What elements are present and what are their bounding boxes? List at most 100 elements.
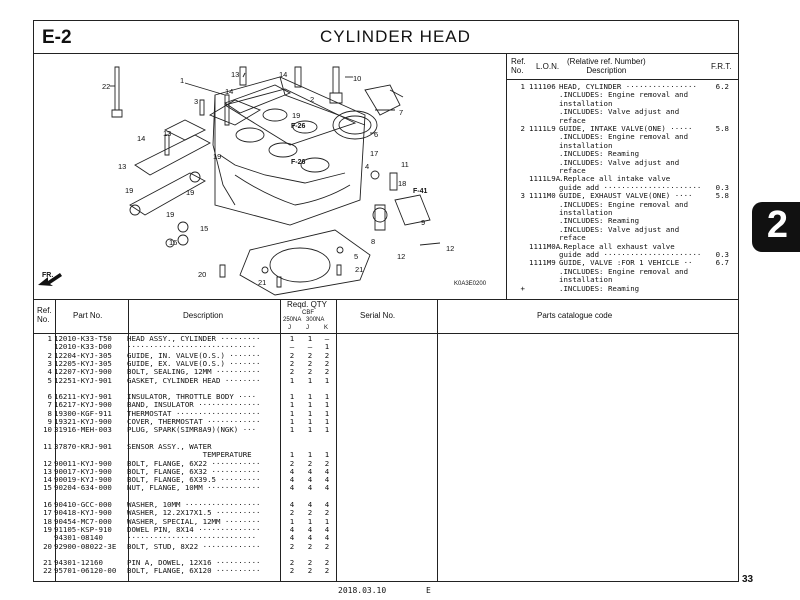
part-number: 12204-KYJ-305 <box>54 350 112 360</box>
part-qty: 1 <box>307 417 313 426</box>
frt-ref: 3 <box>520 191 525 201</box>
part-number: 94301-08140 <box>54 533 103 543</box>
part-qty: 4 <box>307 500 313 509</box>
callout-6: 6 <box>374 130 379 139</box>
callout-13: 13 <box>231 70 240 79</box>
part-description: NUT, FLANGE, 10MM ············ <box>127 483 261 493</box>
parts-header-partno: Part No. <box>73 311 103 320</box>
part-qty: 2 <box>324 458 330 468</box>
part-number: 19321-KYJ-900 <box>54 417 112 426</box>
part-ref: 15 <box>43 483 52 493</box>
callout-16: 16 <box>169 238 178 247</box>
part-qty: 1 <box>289 450 295 460</box>
part-qty: 4 <box>307 466 313 476</box>
callout-19e: 19 <box>125 186 134 195</box>
part-qty: 4 <box>289 466 295 476</box>
callout-18: 18 <box>398 179 407 188</box>
part-number: 90418-KYJ-900 <box>54 508 112 518</box>
part-qty: 4 <box>324 475 330 485</box>
callout-7: 7 <box>399 108 404 117</box>
frt-header-frt: F.R.T. <box>711 62 732 71</box>
part-description: WASHER, 10MM ················· <box>127 500 261 509</box>
part-qty: 1 <box>324 375 330 385</box>
part-qty: 1 <box>289 375 295 385</box>
frt-desc: .INCLUDES: Engine removal and <box>559 90 689 100</box>
section-code: E-2 <box>42 27 72 48</box>
frt-desc: .Replace all exhaust valve <box>559 241 675 251</box>
part-description: BAND, INSULATOR ·············· <box>127 400 261 410</box>
part-description: DOWEL PIN, 8X14 ·············· <box>127 524 261 534</box>
part-ref: 18 <box>43 516 52 526</box>
part-qty: 2 <box>307 358 313 368</box>
frt-header-ref: Ref. No. <box>511 57 526 75</box>
callout-17: 17 <box>370 149 379 158</box>
frt-desc: .INCLUDES: Valve adjust and <box>559 224 680 234</box>
callout-19: 19 <box>292 111 301 120</box>
part-qty: 1 <box>289 417 295 426</box>
part-ref: 9 <box>47 417 52 426</box>
frt-value: 5.8 <box>715 191 729 201</box>
part-qty: 2 <box>289 350 295 360</box>
part-qty: 2 <box>289 458 295 468</box>
callout-14c: 14 <box>137 134 146 143</box>
part-qty: 4 <box>324 524 330 534</box>
part-qty: – <box>289 342 295 352</box>
frt-desc: .INCLUDES: Reaming <box>559 216 640 226</box>
callout-9: 9 <box>421 218 426 227</box>
part-qty: 1 <box>307 392 313 402</box>
parts-header-model: CBF <box>302 310 314 316</box>
part-qty: 1 <box>289 334 295 343</box>
part-qty: 4 <box>324 483 330 493</box>
frt-desc: .INCLUDES: Valve adjust and <box>559 107 680 117</box>
callout-20: 20 <box>198 270 207 279</box>
part-description: BOLT, FLANGE, 6X39.5 ········· <box>127 475 261 485</box>
part-qty: 1 <box>289 408 295 418</box>
parts-header-code-2: J <box>306 325 309 331</box>
frt-header-rule <box>506 79 739 81</box>
frt-desc: installation <box>559 208 613 217</box>
part-qty: – <box>324 334 330 343</box>
part-qty: 1 <box>324 408 330 418</box>
front-arrow-icon <box>38 273 62 286</box>
callout-13c: 13 <box>118 162 127 171</box>
part-number: 90011-KYJ-900 <box>54 458 112 468</box>
frt-lon: 1111M9 <box>529 258 556 268</box>
part-qty: 2 <box>307 541 313 551</box>
part-ref: 6 <box>47 392 52 402</box>
part-description: SENSOR ASSY., WATER <box>127 441 212 451</box>
part-number: 90017-KYJ-900 <box>54 466 112 476</box>
frt-desc: GUIDE, VALVE :FOR 1 VEHICLE ·· <box>559 258 693 268</box>
part-qty: 2 <box>307 558 313 568</box>
col-ref-divider <box>55 299 57 582</box>
frt-desc: reface <box>559 115 586 125</box>
frt-lon: 1111M0A <box>529 241 561 251</box>
page-number: 33 <box>742 574 754 585</box>
part-ref: 2 <box>47 350 52 360</box>
part-qty: 1 <box>324 516 330 526</box>
part-number: 95701-06120-00 <box>54 566 117 576</box>
part-qty: 2 <box>289 558 295 568</box>
callout-5: 5 <box>354 252 359 261</box>
ref-f26b: F-26 <box>291 159 306 166</box>
part-description: GASKET, CYLINDER HEAD ········ <box>127 375 261 385</box>
part-qty: 1 <box>324 425 330 435</box>
part-number: 91105-KSP-910 <box>54 524 112 534</box>
callout-13b: 13 <box>163 129 172 138</box>
part-description: BOLT, STUD, 8X22 ············· <box>127 541 261 551</box>
frt-ref: + <box>520 283 525 293</box>
page-frame <box>33 20 739 582</box>
part-qty: 4 <box>307 483 313 493</box>
part-ref: 16 <box>43 500 52 509</box>
part-number: 16211-KYJ-901 <box>54 392 112 402</box>
frt-ref: 2 <box>520 124 525 133</box>
part-ref: 8 <box>47 408 52 418</box>
ref-f26: F-26 <box>291 123 306 130</box>
callout-15: 15 <box>200 224 209 233</box>
frt-value: 6.7 <box>715 258 729 268</box>
part-description: ····························· <box>127 533 257 543</box>
frt-lon: 1111L9 <box>529 124 556 133</box>
parts-header-serial: Serial No. <box>360 311 396 320</box>
part-number: 19300-KGF-911 <box>54 408 112 418</box>
part-description: ····························· <box>127 342 257 352</box>
part-qty: 2 <box>289 541 295 551</box>
